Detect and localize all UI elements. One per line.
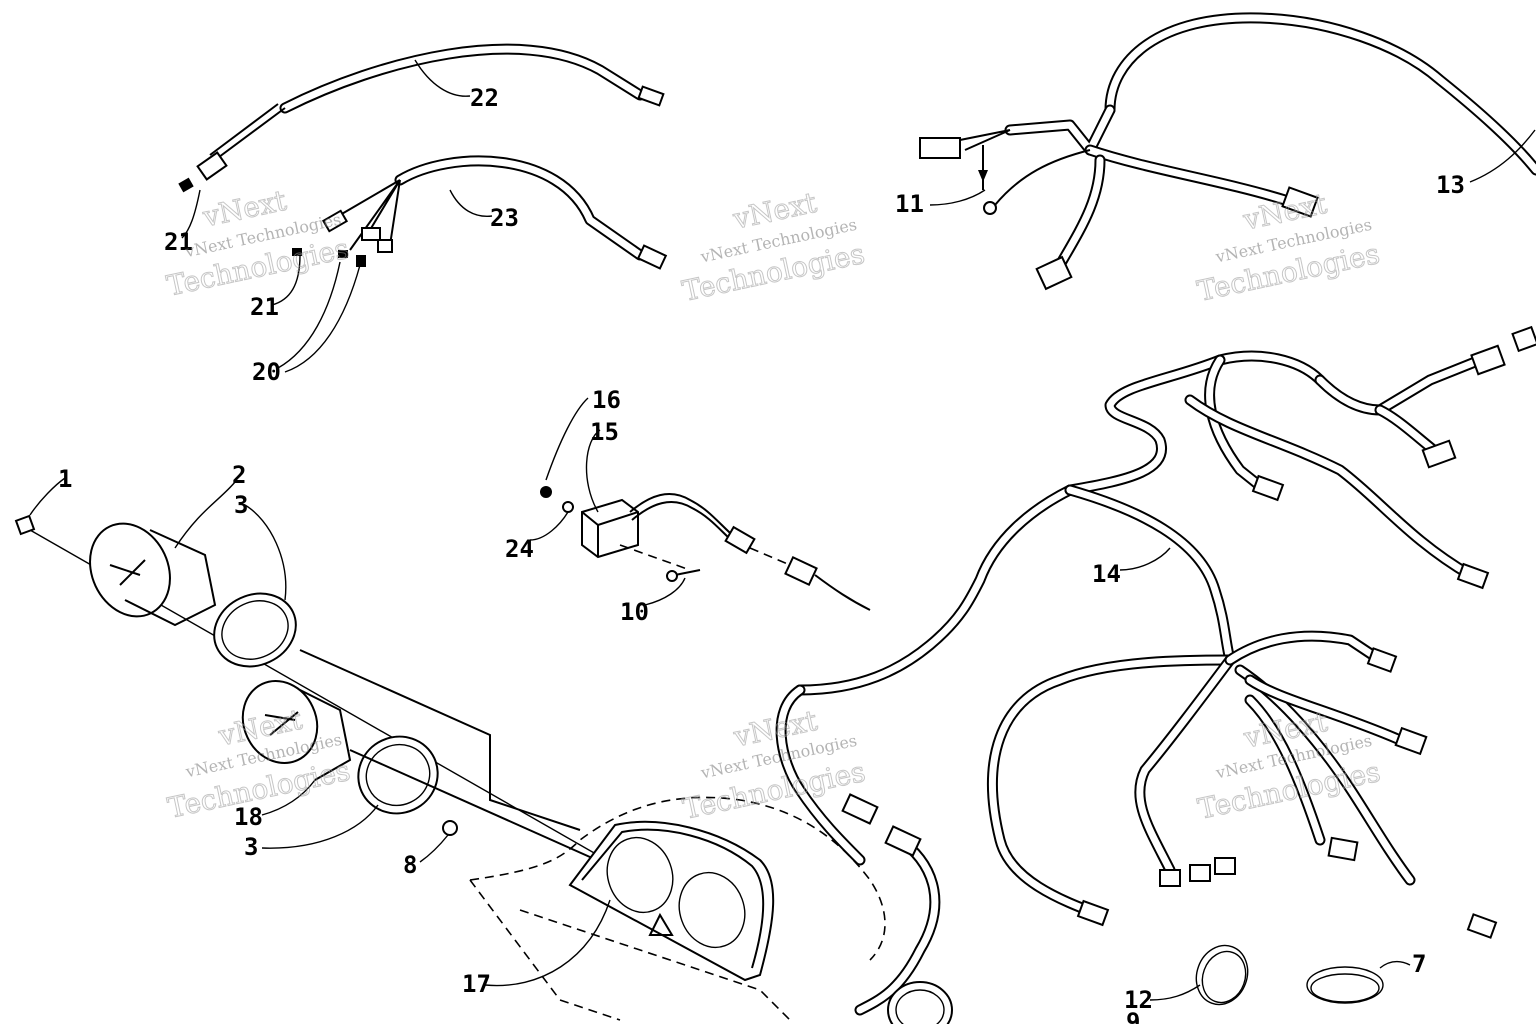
callout-18: 18 xyxy=(234,803,263,831)
callout-21-upper: 21 xyxy=(164,228,193,256)
callout-8: 8 xyxy=(403,851,417,879)
harness-23 xyxy=(292,155,668,270)
callout-3-upper: 3 xyxy=(234,491,248,519)
callout-1: 1 xyxy=(58,465,72,493)
callout-16: 16 xyxy=(592,386,621,414)
callout-9: 9 xyxy=(1126,1008,1140,1024)
callout-2: 2 xyxy=(232,461,246,489)
callout-7: 7 xyxy=(1412,950,1426,978)
clamp-7 xyxy=(1306,966,1384,1004)
callout-20: 20 xyxy=(252,358,281,386)
gauge-assembly xyxy=(14,514,721,926)
watermark-6: vNext vNext Technologies Technologies xyxy=(1194,704,1383,826)
callout-11: 11 xyxy=(895,190,924,218)
harness-14 xyxy=(749,325,1536,1016)
callout-23: 23 xyxy=(490,204,519,232)
callout-17: 17 xyxy=(462,970,491,998)
harness-22 xyxy=(178,43,665,193)
watermark-3: vNext vNext Technologies Technologies xyxy=(1194,186,1383,308)
harness-13 xyxy=(919,12,1536,291)
callout-12: 12 xyxy=(1124,986,1153,1014)
callout-21-lower: 21 xyxy=(250,293,279,321)
callout-24: 24 xyxy=(505,535,534,563)
dash-console xyxy=(469,796,953,1024)
callout-14: 14 xyxy=(1092,560,1121,588)
callout-3-lower: 3 xyxy=(244,833,258,861)
regulator-assembly xyxy=(540,486,756,582)
watermark-2: vNext vNext Technologies Technologies xyxy=(679,185,868,308)
callout-15: 15 xyxy=(590,418,619,446)
watermark-4: vNext vNext Technologies Technologies xyxy=(164,702,353,825)
watermark-5: vNext vNext Technologies Technologies xyxy=(679,703,868,826)
callout-22: 22 xyxy=(470,84,499,112)
callout-10: 10 xyxy=(620,598,649,626)
clamp-12 xyxy=(1195,944,1249,1006)
callout-13: 13 xyxy=(1436,171,1465,199)
